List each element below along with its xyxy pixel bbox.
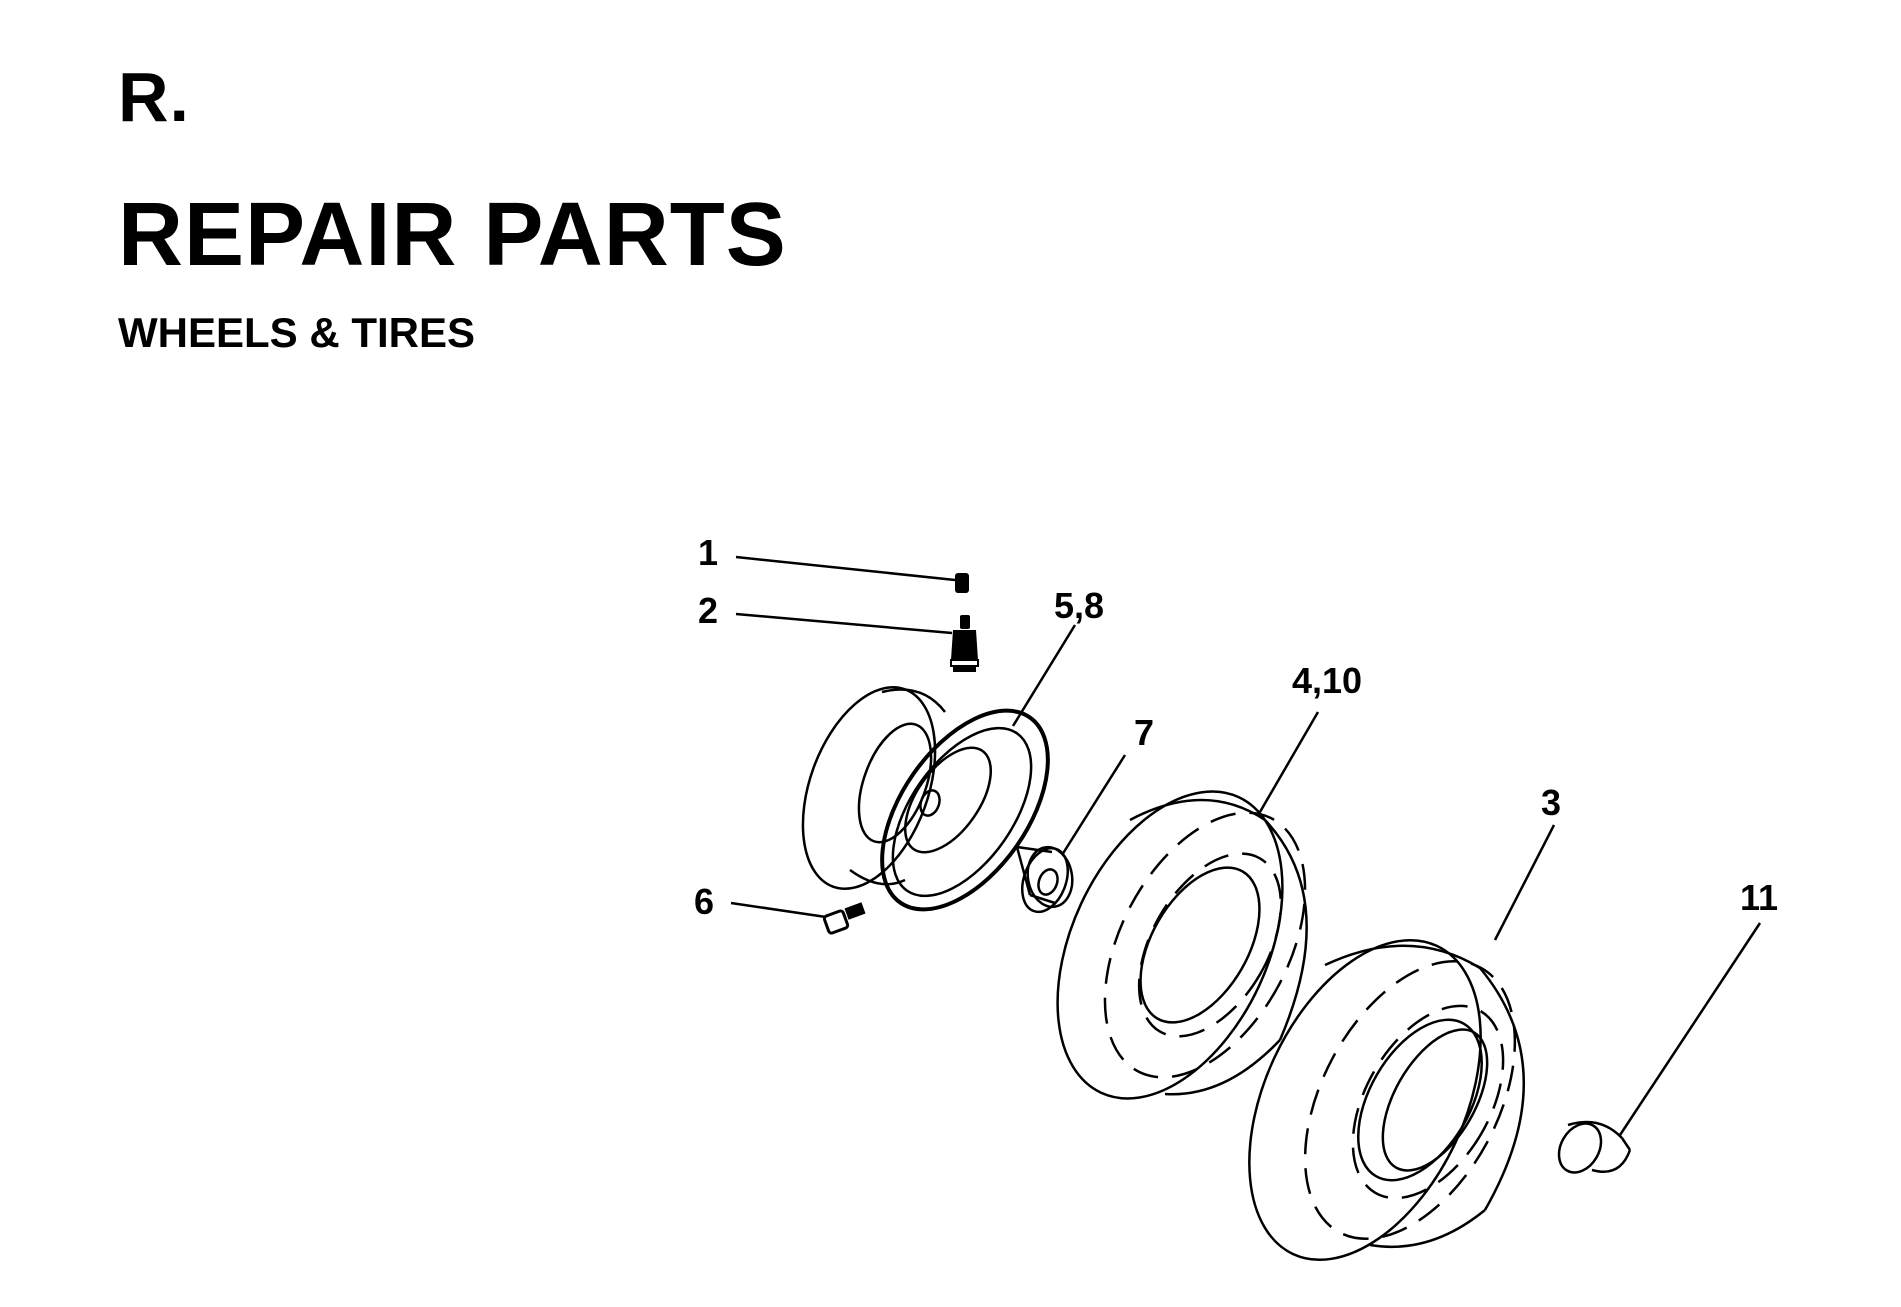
valve-cap-part [955,573,969,593]
callout-label-11: 11 [1740,877,1778,918]
leader-line-6 [730,901,827,919]
leader-line-7 [1060,754,1127,856]
page-title: REPAIR PARTS [118,185,787,285]
leader-line-3 [1493,824,1556,941]
leader-line-2 [735,612,953,635]
outer-tire-part [1248,938,1526,1262]
leader-line-5-8 [1011,624,1077,727]
callout-label-5-8: 5,8 [1054,585,1104,626]
leader-line-4-10 [1258,711,1320,813]
callout-label-1: 1 [698,532,718,573]
section-letter: R. [118,58,190,136]
callout-label-4-10: 4,10 [1292,660,1362,701]
spacer-part [1557,1120,1632,1174]
callout-label-2: 2 [698,590,718,631]
wheel-rim-part [801,686,1050,912]
callout-label-7: 7 [1134,712,1154,753]
leader-line-1 [735,555,956,582]
callout-label-6: 6 [694,881,714,922]
leader-line-11 [1618,922,1762,1136]
valve-stem-part [950,615,979,672]
tire-part [1056,790,1308,1100]
callout-label-3: 3 [1541,782,1561,823]
page-subtitle: WHEELS & TIRES [118,309,476,356]
bolt-part [822,902,866,935]
bushing-part [1015,845,1074,914]
